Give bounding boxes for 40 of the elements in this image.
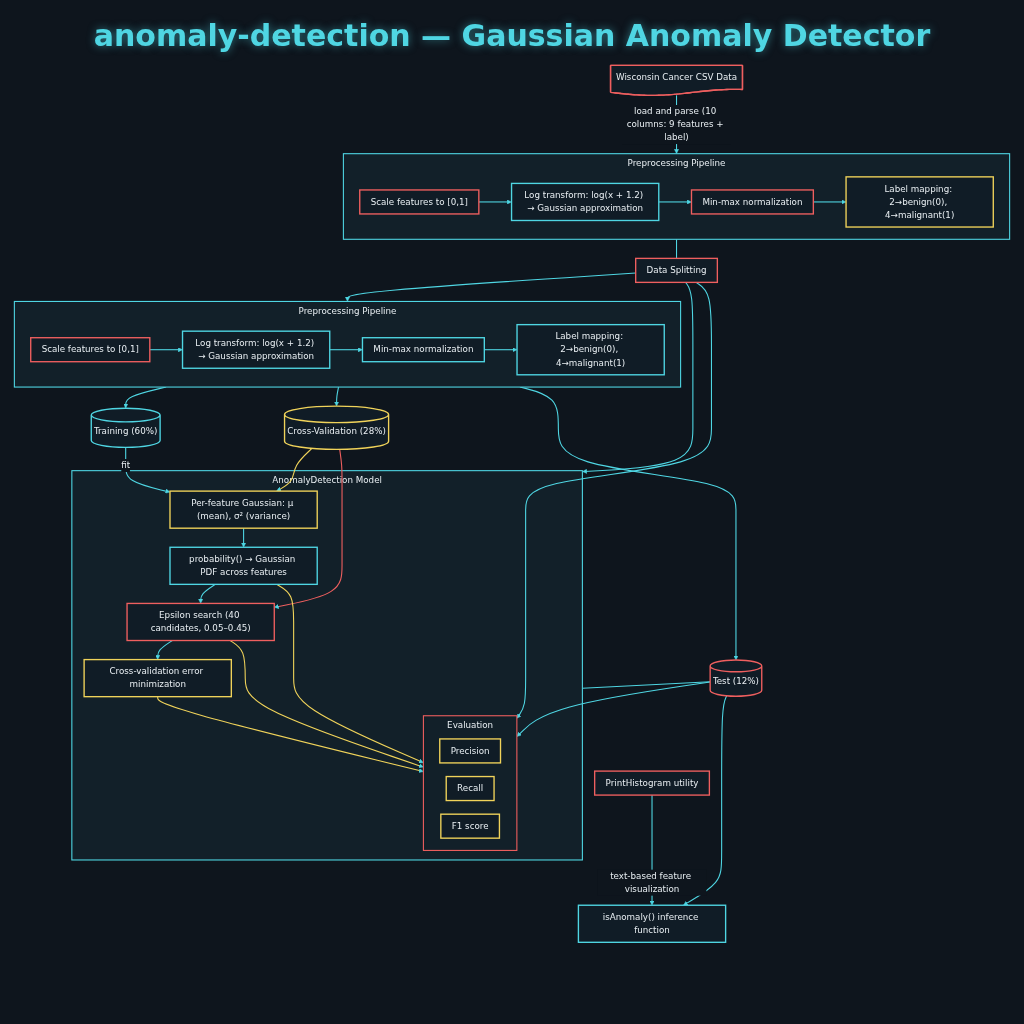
arrow: [198, 583, 216, 604]
arrow: [155, 639, 173, 660]
node-box: Data Splitting: [635, 257, 719, 284]
connector: [581, 681, 711, 689]
node-box: Per-feature Gaussian: μ (mean), σ² (variance): [169, 490, 318, 529]
node-box: Epsilon search (40 candidates, 0.05–0.45): [126, 602, 275, 642]
node-box: Log transform: log(x + 1.2) → Gaussian approximation: [510, 182, 660, 222]
node-box: Min-max normalization: [361, 337, 485, 363]
arrow: [658, 199, 692, 205]
arrow: [334, 386, 340, 407]
node-box: Scale features to [0,1]: [30, 337, 151, 363]
arrow: [274, 448, 343, 609]
edge-label: fit: [121, 460, 131, 471]
arrow: [241, 527, 246, 548]
node-box: Label mapping: 2→benign(0), 4→malignant(1): [845, 176, 994, 228]
arrow: [149, 347, 183, 353]
arrow: [329, 347, 363, 353]
diagram-title: anomaly-detection — Gaussian Anomaly Detector: [92, 17, 932, 55]
arrow: [582, 281, 694, 474]
edge-label: load and parse (10 columns: 9 features + label): [626, 105, 724, 143]
connector: [675, 238, 678, 259]
edge-label: text-based feature visualization: [610, 870, 692, 895]
node-box: PrintHistogram utility: [594, 770, 711, 796]
node-box: probability() → Gaussian PDF across features: [169, 546, 318, 586]
node-box: Scale features to [0,1]: [359, 189, 480, 215]
node-box: Cross-validation error minimization: [83, 658, 232, 698]
arrow: [516, 681, 711, 737]
arrow: [683, 695, 728, 906]
node-box: F1 score: [440, 813, 501, 839]
arrow: [229, 639, 424, 768]
arrow: [157, 696, 424, 773]
arrow: [276, 583, 424, 764]
node-box: Precision: [439, 738, 502, 764]
node-box: Recall: [445, 775, 495, 802]
arrow: [478, 199, 512, 205]
node-box: Label mapping: 2→benign(0), 4→malignant(1): [516, 323, 665, 376]
node-box: isAnomaly() inference function: [577, 904, 727, 943]
node-box: Min-max normalization: [690, 189, 814, 215]
arrow: [276, 447, 313, 492]
node-box: Log transform: log(x + 1.2) → Gaussian approximation: [181, 330, 331, 369]
